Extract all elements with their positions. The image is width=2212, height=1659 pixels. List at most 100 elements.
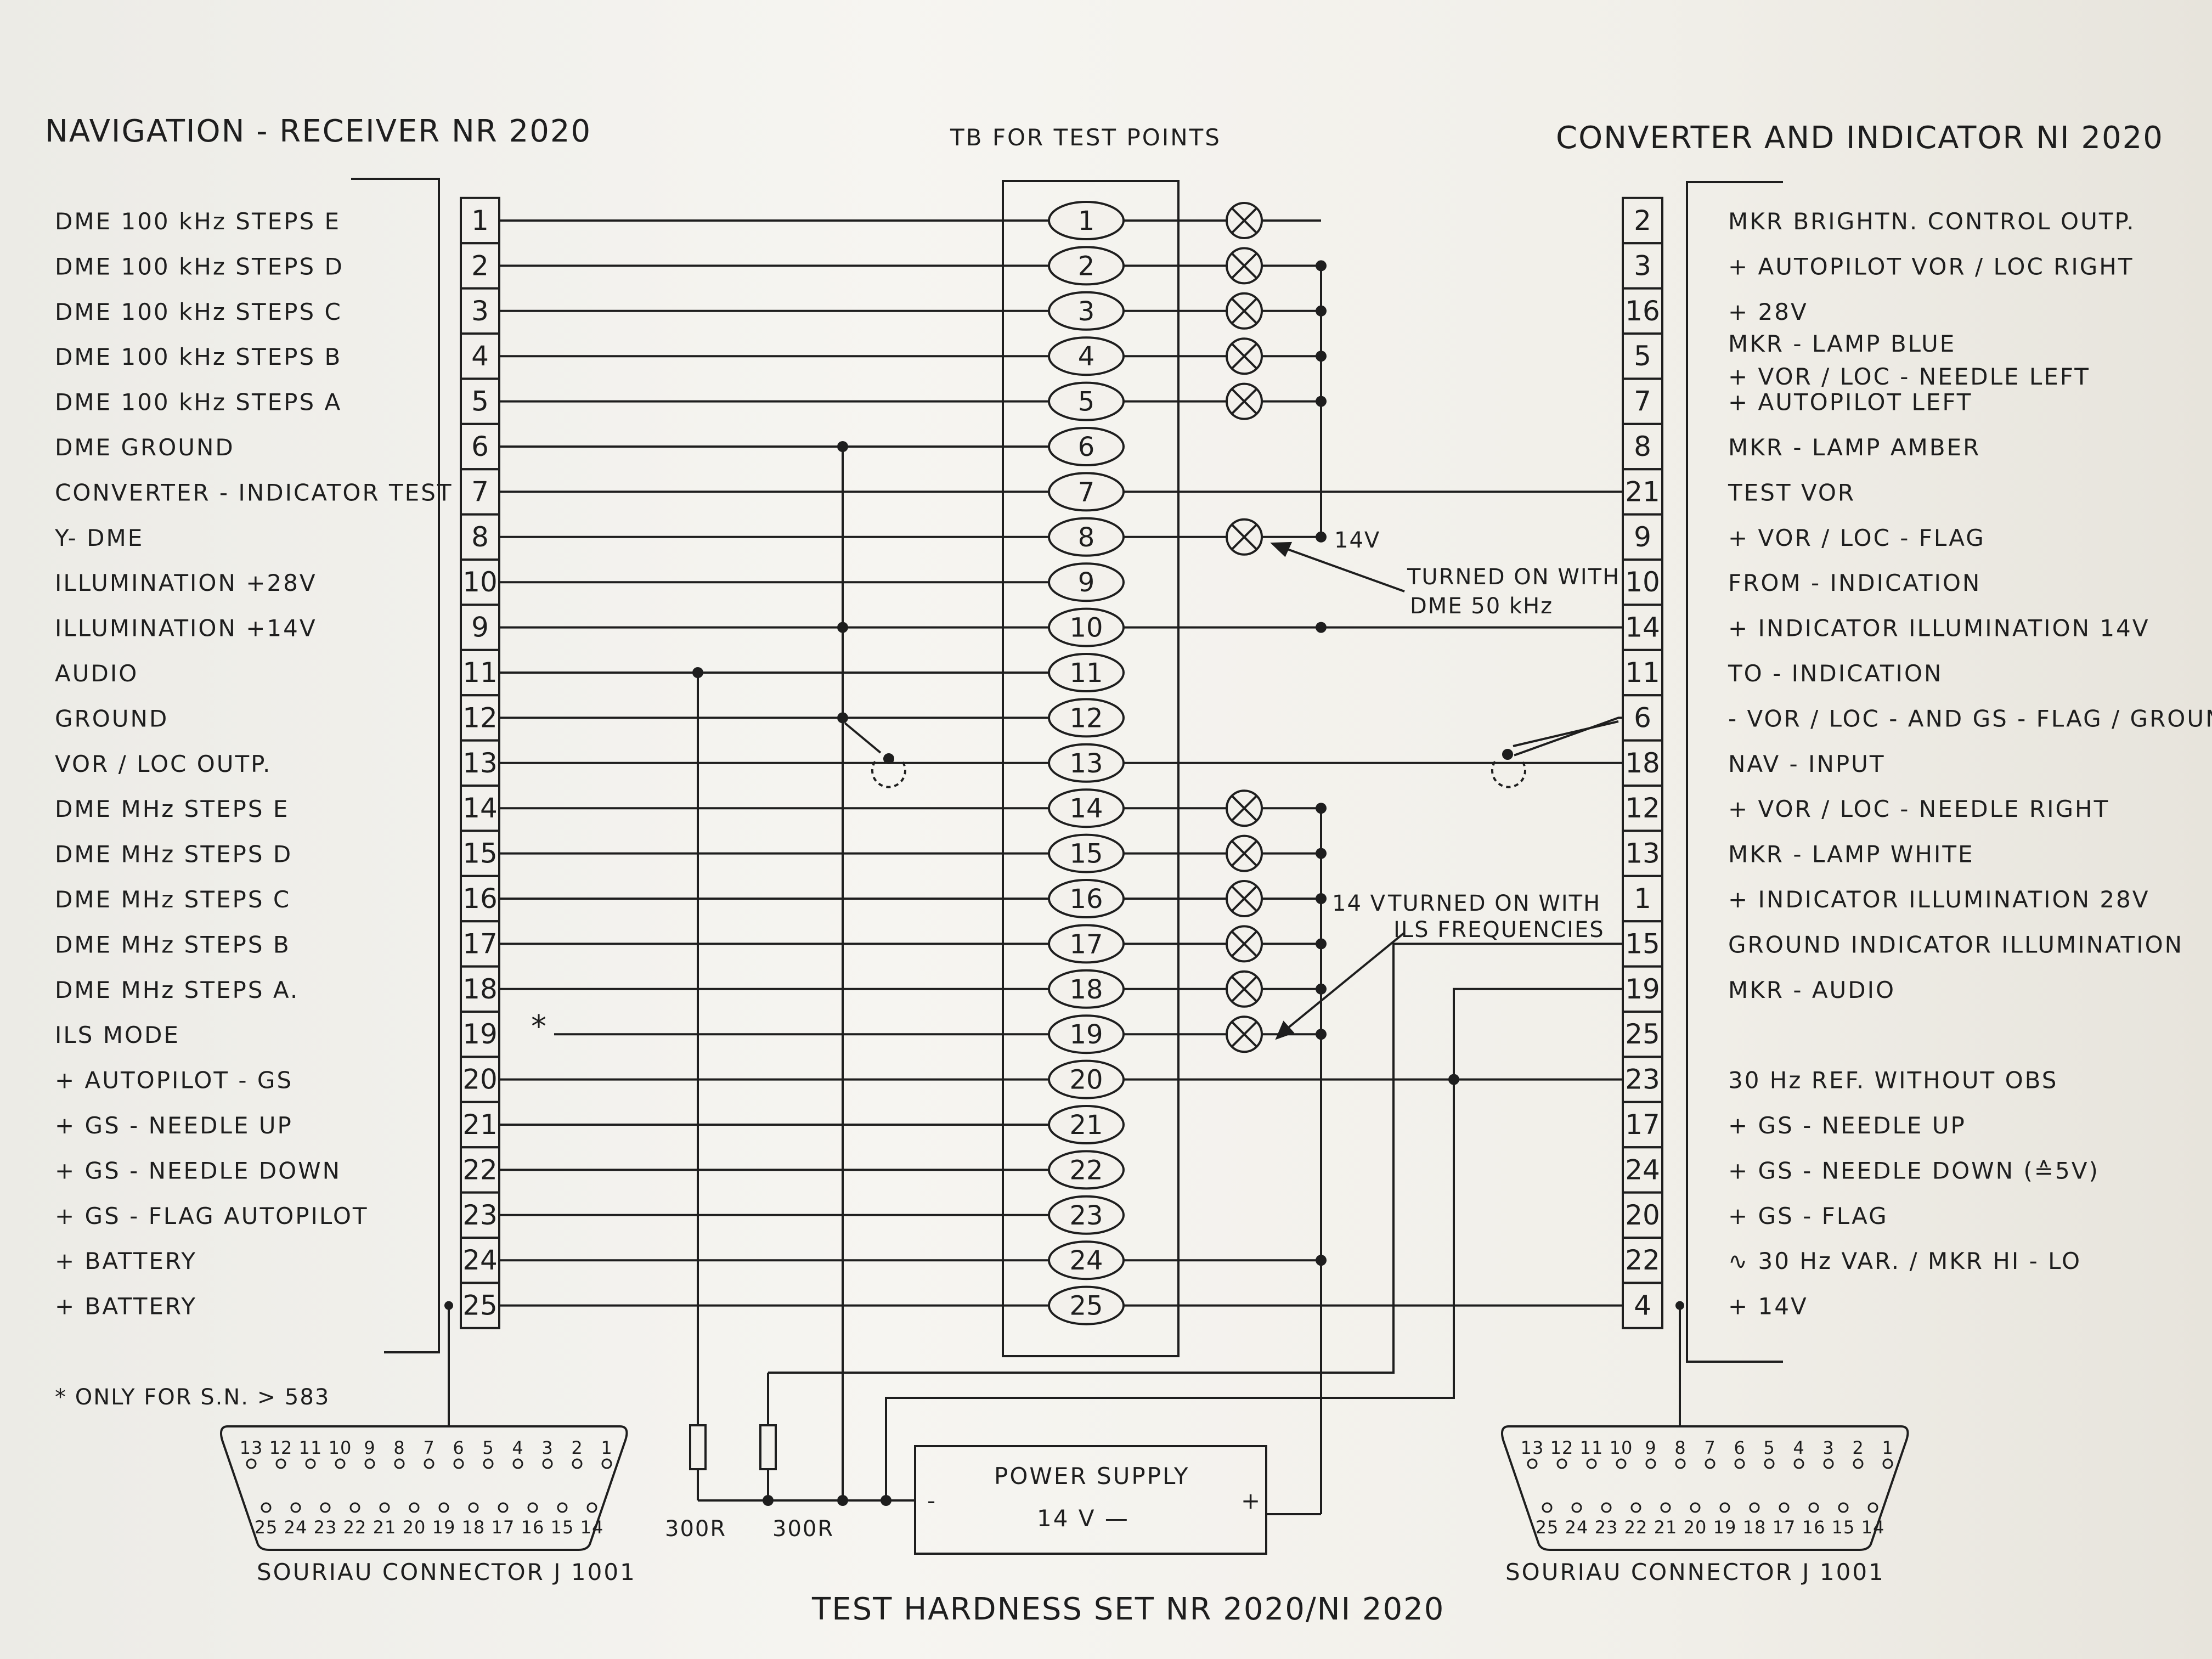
right-pin-label: + AUTOPILOT VOR / LOC RIGHT bbox=[1728, 253, 2134, 280]
left-connector-pin-number-bottom: 15 bbox=[551, 1517, 574, 1538]
test-point-number: 19 bbox=[1069, 1019, 1103, 1050]
left-pin-label: DME MHz STEPS D bbox=[55, 841, 292, 868]
right-connector-pin-socket bbox=[1660, 1502, 1671, 1513]
right-connector-pin-socket bbox=[1882, 1458, 1893, 1469]
right-terminal-number: 24 bbox=[1625, 1154, 1660, 1186]
right-connector-pin-socket bbox=[1601, 1502, 1612, 1513]
left-pin-label: + GS - FLAG AUTOPILOT bbox=[55, 1203, 369, 1229]
right-terminal-number: 18 bbox=[1625, 747, 1660, 779]
test-point-ellipse bbox=[1048, 381, 1125, 421]
lamp-cross bbox=[1231, 343, 1257, 369]
right-pin-label: ∿ 30 Hz VAR. / MKR HI - LO bbox=[1728, 1248, 2081, 1274]
left-connector-pin-number-top: 7 bbox=[423, 1437, 435, 1458]
left-terminal-number: 17 bbox=[462, 928, 498, 960]
left-pin-label: + BATTERY bbox=[55, 1248, 197, 1274]
right-pin-label: + 28V bbox=[1728, 298, 1808, 325]
test-point-ellipse bbox=[1048, 1059, 1125, 1099]
right-pin-label: - VOR / LOC - AND GS - FLAG / GROUND bbox=[1728, 705, 2212, 732]
right-connector-pin-socket bbox=[1586, 1458, 1597, 1469]
right-connector-pin-socket bbox=[1645, 1458, 1656, 1469]
power-supply-voltage: 14 V — bbox=[1037, 1505, 1130, 1532]
test-point-ellipse bbox=[1048, 291, 1125, 331]
resistor-1 bbox=[689, 1424, 707, 1470]
left-terminal-number: 20 bbox=[462, 1064, 498, 1096]
power-supply-box bbox=[914, 1445, 1267, 1555]
right-connector-pin-number-top: 12 bbox=[1550, 1437, 1574, 1458]
right-connector-pin-number-bottom: 20 bbox=[1684, 1517, 1707, 1538]
junction-dot bbox=[1316, 803, 1327, 814]
right-terminal-number: 13 bbox=[1625, 838, 1660, 870]
lamp-cross bbox=[1231, 976, 1257, 1002]
junction-dot bbox=[1316, 938, 1327, 950]
left-connector-pin-socket bbox=[261, 1502, 272, 1513]
right-connector-pin-number-bottom: 21 bbox=[1654, 1517, 1678, 1538]
right-terminal-number: 12 bbox=[1625, 792, 1660, 824]
right-pin-label: + INDICATOR ILLUMINATION 14V bbox=[1728, 615, 2150, 642]
right-connector-pin-number-top: 1 bbox=[1882, 1437, 1893, 1458]
test-point-number: 5 bbox=[1078, 387, 1095, 417]
left-pin-label: DME MHz STEPS C bbox=[55, 886, 291, 913]
left-connector-pin-socket bbox=[483, 1458, 494, 1469]
left-connector-pin-number-bottom: 18 bbox=[462, 1517, 486, 1538]
dme-arrow-line bbox=[1278, 545, 1405, 592]
left-pin-label: ILLUMINATION +28V bbox=[55, 569, 317, 596]
right-pin-label: + AUTOPILOT LEFT bbox=[1728, 389, 1972, 416]
right-connector-pin-number-bottom: 18 bbox=[1743, 1517, 1767, 1538]
right-pin-label: + GS - NEEDLE DOWN (≙5V) bbox=[1728, 1157, 2100, 1184]
right-terminal-number: 11 bbox=[1625, 657, 1660, 689]
right-switch-lever bbox=[1513, 720, 1619, 747]
right-connector-pin-socket bbox=[1734, 1458, 1745, 1469]
right-pin-label: + GS - NEEDLE UP bbox=[1728, 1112, 1966, 1139]
v14-lower-label: 14 V bbox=[1332, 891, 1386, 916]
left-device-title: NAVIGATION - RECEIVER NR 2020 bbox=[45, 114, 591, 149]
right-terminal-number: 15 bbox=[1625, 928, 1660, 960]
right-connector-pin-number-top: 9 bbox=[1645, 1437, 1656, 1458]
test-point-ellipse bbox=[1048, 1014, 1125, 1054]
left-connector-pin-socket bbox=[512, 1458, 523, 1469]
right-terminal-number: 1 bbox=[1634, 883, 1651, 915]
test-point-number: 3 bbox=[1078, 296, 1095, 327]
test-point-number: 2 bbox=[1078, 251, 1095, 281]
star-marker: * bbox=[531, 1009, 548, 1045]
junction-dot bbox=[692, 667, 703, 678]
test-point-ellipse bbox=[1048, 1195, 1125, 1235]
test-points: 1234567891011121314151617181920212223242… bbox=[1048, 201, 1125, 1325]
left-connector-pin-number-bottom: 16 bbox=[521, 1517, 545, 1538]
junction-dot bbox=[837, 441, 848, 452]
indicator-housing bbox=[1686, 181, 1783, 1363]
right-connector-pin-number-bottom: 17 bbox=[1773, 1517, 1796, 1538]
indicator-pin-labels: MKR BRIGHTN. CONTROL OUTP.+ AUTOPILOT VO… bbox=[1728, 208, 2212, 1320]
left-connector-pin-socket bbox=[498, 1502, 509, 1513]
left-connector-pin-socket bbox=[438, 1502, 449, 1513]
right-terminal-number: 3 bbox=[1634, 250, 1651, 281]
test-point-number: 17 bbox=[1069, 929, 1103, 960]
left-terminal-number: 19 bbox=[462, 1018, 498, 1050]
resistors bbox=[689, 676, 777, 1500]
left-terminal-number: 4 bbox=[471, 340, 489, 372]
left-connector-pin-number-top: 5 bbox=[482, 1437, 494, 1458]
left-terminal-number: 22 bbox=[462, 1154, 498, 1186]
right-terminal-number: 8 bbox=[1634, 431, 1651, 462]
left-pin-label: DME 100 kHz STEPS A bbox=[55, 389, 342, 416]
left-terminal-number: 3 bbox=[471, 295, 489, 327]
lamp-cross bbox=[1231, 1021, 1257, 1047]
right-connector-pin-socket bbox=[1749, 1502, 1760, 1513]
left-pin-label: + GS - NEEDLE DOWN bbox=[55, 1157, 341, 1184]
left-connector-pin-number-bottom: 23 bbox=[314, 1517, 337, 1538]
left-pin-label: DME MHz STEPS B bbox=[55, 931, 291, 958]
left-connector-pin-number-top: 4 bbox=[512, 1437, 523, 1458]
junction-dot bbox=[1316, 531, 1327, 543]
test-point-ellipse bbox=[1048, 698, 1125, 738]
test-point-number: 22 bbox=[1069, 1155, 1103, 1186]
left-pin-label: DME 100 kHz STEPS E bbox=[55, 208, 341, 235]
lamp-cross bbox=[1231, 252, 1257, 279]
indicator-terminal-strip: 2316578219101411618121311519252317242022… bbox=[1622, 196, 1663, 1329]
dme-note-line1: TURNED ON WITH bbox=[1407, 565, 1620, 590]
left-terminal-number: 21 bbox=[462, 1109, 498, 1141]
left-connector-pin-number-top: 11 bbox=[299, 1437, 323, 1458]
test-point-number: 16 bbox=[1069, 884, 1103, 915]
left-terminal-number: 12 bbox=[462, 702, 498, 733]
route-to-pin-19 bbox=[885, 988, 1623, 1500]
